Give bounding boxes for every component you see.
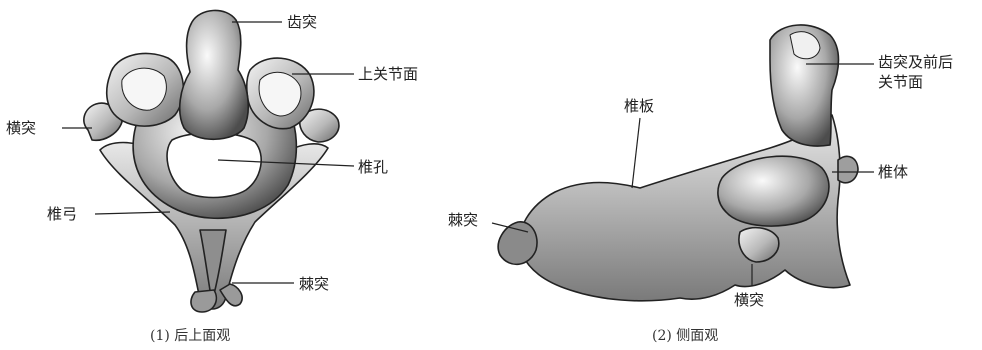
label-spinous-process-lateral: 棘突	[448, 211, 478, 229]
label-dens-facets-line1: 齿突及前后	[878, 53, 953, 71]
lateral-body-oval	[718, 156, 829, 226]
label-lamina: 椎板	[624, 97, 654, 115]
label-transverse-process: 横突	[6, 119, 36, 137]
label-vertebral-foramen: 椎孔	[358, 158, 388, 176]
label-spinous-process: 棘突	[299, 275, 329, 293]
leader-vertebral-arch	[95, 212, 170, 214]
label-superior-articular-facet: 上关节面	[358, 65, 418, 83]
lateral-transverse-process-shape	[739, 228, 779, 262]
lateral-spinous-process-shape	[498, 222, 537, 265]
vertebra-posterior-view	[84, 10, 339, 312]
label-vertebral-arch: 椎弓	[47, 205, 77, 223]
dens-shape	[180, 10, 249, 139]
leader-lamina	[632, 118, 640, 188]
caption-figure2: (2) 侧面观	[652, 328, 718, 344]
label-dens: 齿突	[287, 13, 317, 31]
caption-figure1: (1) 后上面观	[150, 328, 230, 344]
label-vertebral-body: 椎体	[878, 163, 908, 181]
label-transverse-process-lateral: 横突	[734, 291, 764, 309]
label-dens-facets-line2: 关节面	[878, 73, 923, 91]
vertebral-foramen-shape	[167, 133, 261, 198]
vertebra-lateral-view	[498, 25, 858, 301]
